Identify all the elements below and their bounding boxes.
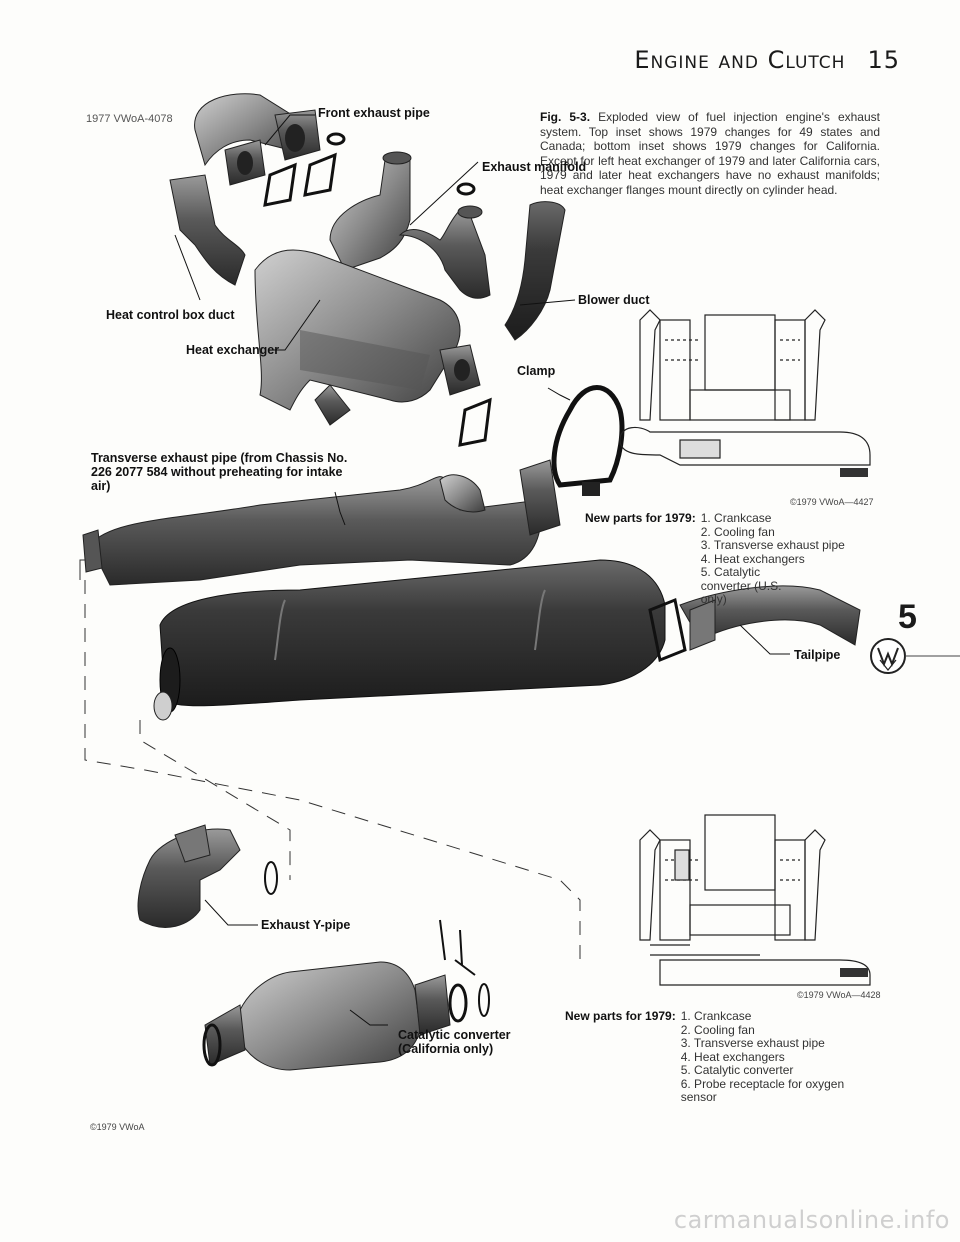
inset-bottom-schematic [639,814,871,986]
watermark-text: carmanualsonline.info [673,1206,950,1234]
bottom-reference: ©1979 VWoA [90,1122,145,1132]
connection-lines [79,559,581,960]
caption-text: Exploded view of fuel injection engine's… [540,110,880,197]
label-tailpipe: Tailpipe [794,648,841,662]
inset-top-heading: New parts for 1979: [585,511,696,525]
label-exhaust-manifold: Exhaust manifold [482,160,587,174]
list-item: 1. Crankcase [700,511,772,525]
list-item: 4. Heat exchangers [700,551,805,566]
list-item: 3. Transverse exhaust pipe [680,1036,825,1050]
tailpipe [648,585,861,663]
catalytic-converter [202,919,490,1071]
blower-duct [504,201,566,341]
inset-top-parts: New parts for 1979: 1. Crankcase 2. Cool… [585,511,885,607]
list-item: 5. Catalytic converter (U.S. only) [700,565,782,606]
inset-top-ref: ©1979 VWoA—4427 [790,497,874,507]
list-item: 3. Transverse exhaust pipe [700,538,845,552]
transverse-exhaust-pipe [82,459,561,586]
label-blower-duct: Blower duct [578,293,650,307]
inset-top-schematic [619,309,871,477]
list-item: 2. Cooling fan [700,524,775,539]
inset-bottom-list: 1. Crankcase 2. Cooling fan 3. Transvers… [680,1009,851,1105]
list-item: 2. Cooling fan [680,1022,755,1037]
top-reference: 1977 VWoA-4078 [86,113,173,125]
section-number: 5 [898,598,917,636]
exhaust-y-pipe [137,824,278,928]
front-exhaust-pipe [194,93,321,186]
inset-bottom-parts: New parts for 1979: 1. Crankcase 2. Cool… [565,1009,895,1105]
inset-bottom-ref: ©1979 VWoA—4428 [797,990,881,1000]
gaskets [263,132,476,207]
label-front-exhaust-pipe: Front exhaust pipe [318,106,430,120]
label-clamp: Clamp [517,364,556,378]
vw-logo-icon [870,638,960,674]
label-exhaust-y-pipe: Exhaust Y-pipe [261,918,351,932]
heat-exchanger [254,249,492,447]
heat-control-box-duct [169,174,246,286]
figure-number: Fig. 5-3. [540,110,591,124]
list-item: 6. Probe receptacle for oxygen sensor [680,1076,845,1104]
list-item: 1. Crankcase [680,1009,752,1023]
page-header: Engine and Clutch 15 [540,46,900,74]
leader-lines [174,114,790,1026]
label-heat-exchanger: Heat exchanger [186,343,280,357]
label-heat-control-box-duct: Heat control box duct [106,308,235,322]
figure-caption: Fig. 5-3. Exploded view of fuel injectio… [540,110,880,197]
clamp [551,385,625,496]
page-number: 15 [867,46,900,74]
section-title: Engine and Clutch [634,46,846,74]
inset-bottom-heading: New parts for 1979: [565,1009,676,1023]
muffler [153,559,666,721]
label-transverse-exhaust-pipe: Transverse exhaust pipe (from Chassis No… [91,451,348,493]
exhaust-manifold [329,151,491,299]
list-item: 5. Catalytic converter [680,1063,794,1077]
label-catalytic-converter: Catalytic converter (California only) [398,1028,511,1056]
inset-top-list: 1. Crankcase 2. Cooling fan 3. Transvers… [700,511,845,607]
list-item: 4. Heat exchangers [680,1049,785,1064]
